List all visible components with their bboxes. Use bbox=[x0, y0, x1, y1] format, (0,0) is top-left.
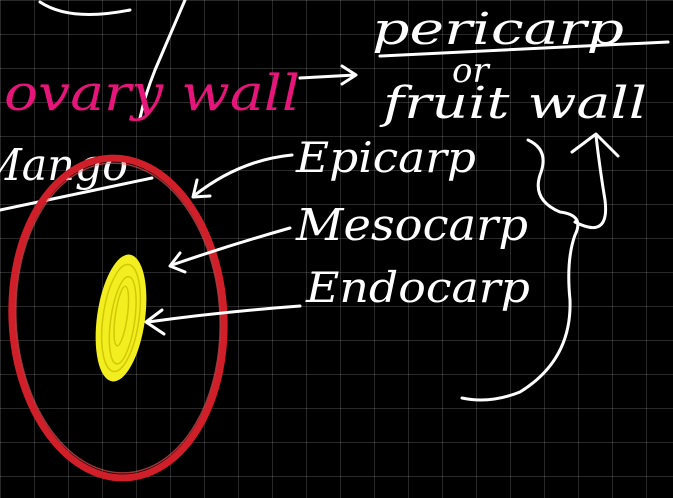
arrow-to-mesocarp bbox=[172, 228, 290, 265]
epicarp-label: Epicarp bbox=[295, 133, 476, 182]
mesocarp-label: Mesocarp bbox=[295, 200, 528, 251]
mango-seed bbox=[88, 251, 153, 384]
leftover-curve bbox=[40, 2, 130, 15]
arrow-ovary-to-pericarp bbox=[300, 75, 355, 78]
ovary-wall-label: ovary wall bbox=[4, 64, 300, 122]
endocarp-label: Endocarp bbox=[305, 263, 530, 312]
arrow-up-to-fruit-wall bbox=[575, 136, 606, 228]
arrow-to-epicarp bbox=[195, 155, 292, 195]
fruit-wall-label: fruit wall bbox=[379, 78, 647, 129]
